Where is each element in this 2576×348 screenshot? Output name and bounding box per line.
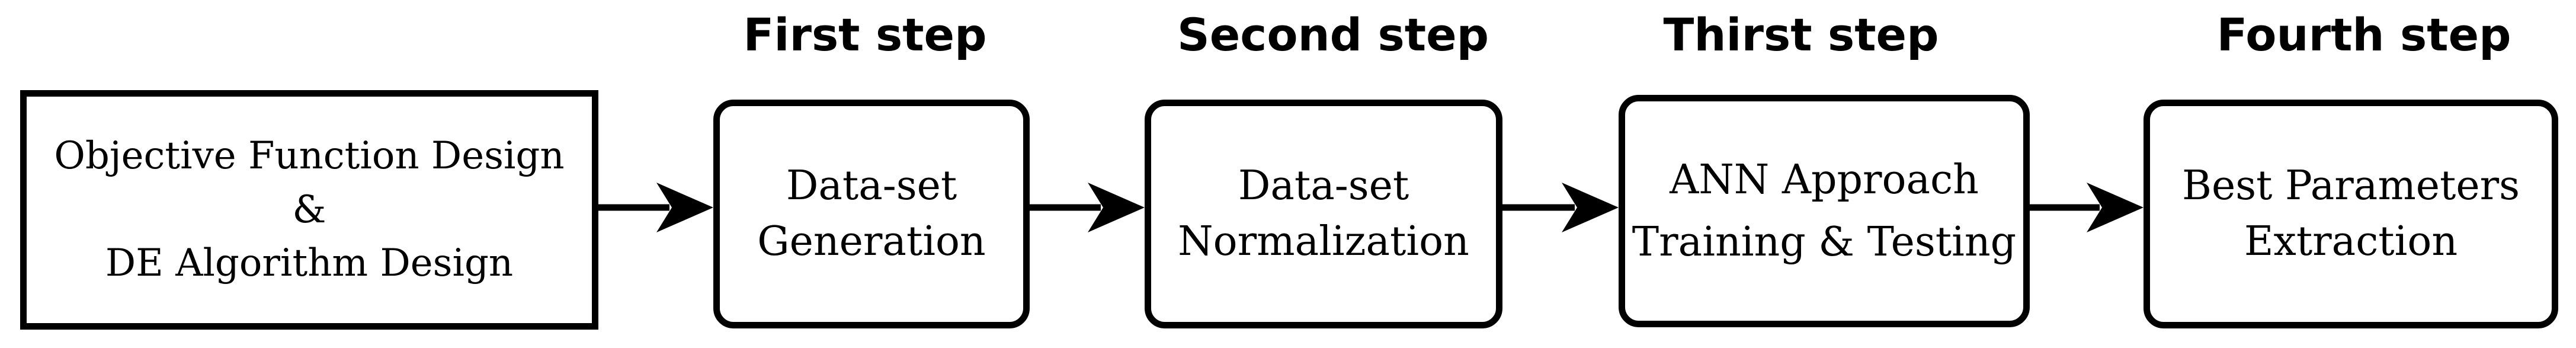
- design-box-line-1: Objective Function Design: [54, 133, 565, 178]
- step-2-box: Data-set Normalization: [1145, 100, 1502, 328]
- design-box-line-3: DE Algorithm Design: [105, 241, 514, 286]
- step-4-title: Fourth step: [2216, 8, 2511, 61]
- arrow-step-1-to-step-2: [1030, 183, 1145, 232]
- step-1-line-2: Generation: [757, 218, 986, 265]
- step-3-box: ANN Approach Training & Testing: [1619, 95, 2030, 327]
- step-3-line-2: Training & Testing: [1632, 219, 2017, 266]
- step-1-line-1: Data-set: [786, 162, 957, 210]
- design-box: Objective Function Design & DE Algorithm…: [20, 90, 598, 330]
- step-1-box: Data-set Generation: [713, 100, 1030, 328]
- step-4-line-2: Extraction: [2244, 218, 2458, 265]
- arrow-design-to-step-1: [598, 183, 713, 232]
- step-4-line-1: Best Parameters: [2181, 162, 2520, 210]
- step-3-title: Thirst step: [1663, 8, 1939, 61]
- step-3-line-1: ANN Approach: [1670, 156, 1979, 203]
- step-2-line-2: Normalization: [1178, 218, 1469, 265]
- step-4-box: Best Parameters Extraction: [2144, 100, 2558, 328]
- design-box-line-2: &: [292, 187, 326, 232]
- arrow-step-2-to-step-3: [1502, 183, 1619, 232]
- step-2-line-1: Data-set: [1238, 162, 1409, 210]
- step-1-title: First step: [743, 8, 987, 61]
- arrow-step-3-to-step-4: [2030, 183, 2144, 232]
- step-2-title: Second step: [1177, 8, 1489, 61]
